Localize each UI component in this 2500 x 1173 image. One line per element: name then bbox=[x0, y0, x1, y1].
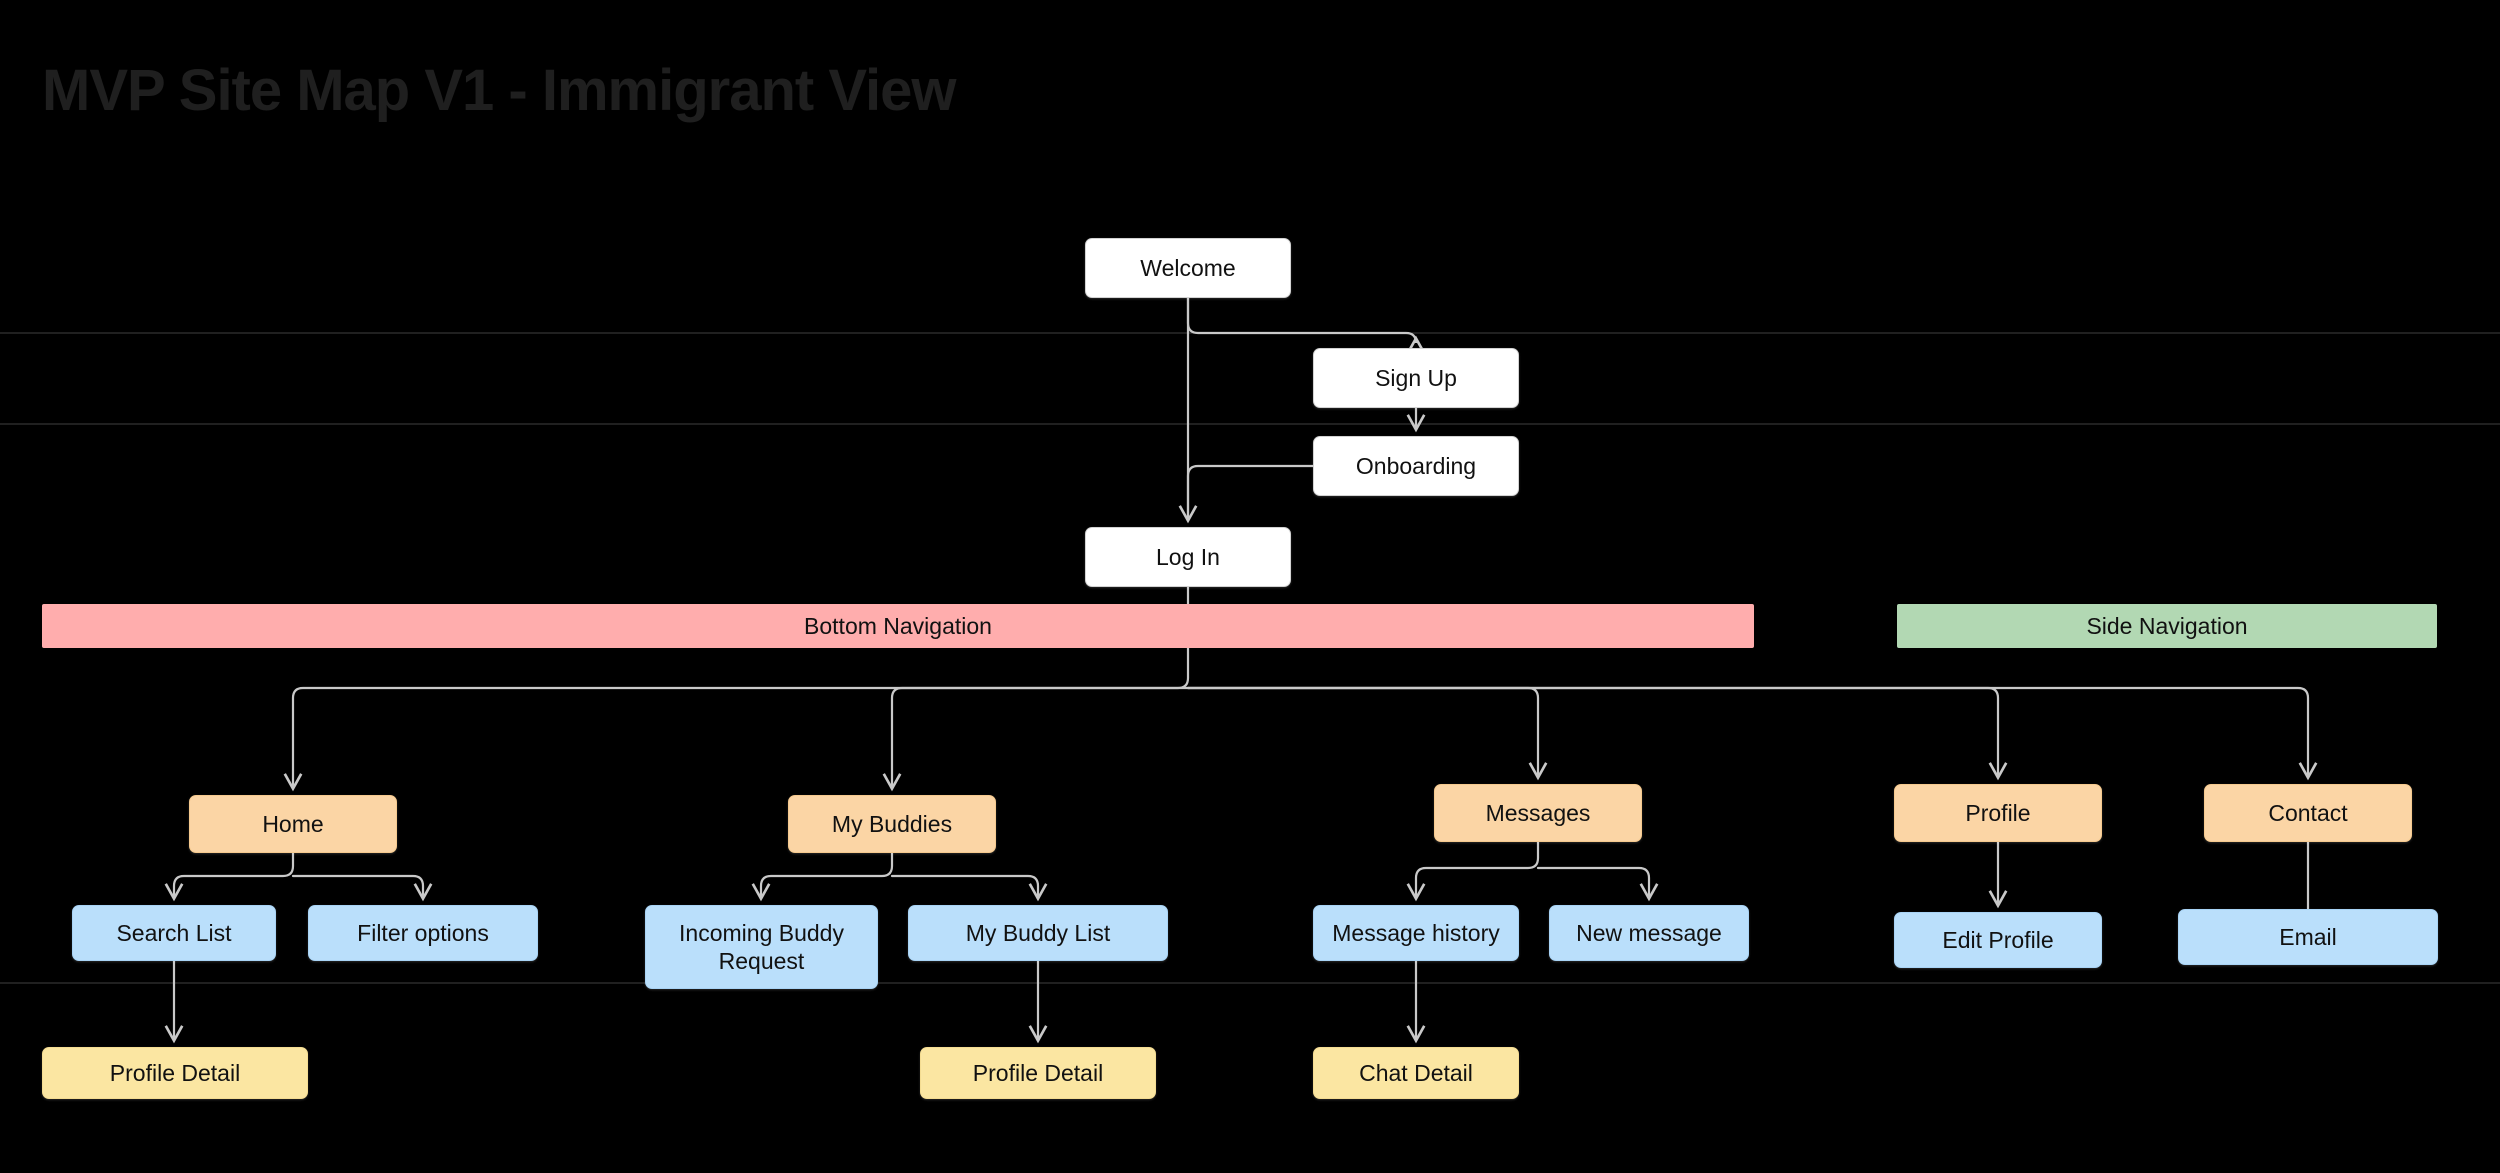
node-profile-detail-buddy[interactable]: Profile Detail bbox=[920, 1047, 1156, 1099]
node-my-buddy-list[interactable]: My Buddy List bbox=[908, 905, 1168, 961]
node-my-buddies[interactable]: My Buddies bbox=[788, 795, 996, 853]
node-email[interactable]: Email bbox=[2178, 909, 2438, 965]
node-label: Profile Detail bbox=[109, 1059, 241, 1086]
node-profile[interactable]: Profile bbox=[1894, 784, 2102, 842]
node-onboarding[interactable]: Onboarding bbox=[1313, 436, 1519, 496]
node-label: Edit Profile bbox=[1942, 926, 2054, 953]
node-log-in[interactable]: Log In bbox=[1085, 527, 1291, 587]
node-filter-options[interactable]: Filter options bbox=[308, 905, 538, 961]
node-label: Email bbox=[2279, 923, 2337, 950]
node-chat-detail[interactable]: Chat Detail bbox=[1313, 1047, 1519, 1099]
node-home[interactable]: Home bbox=[189, 795, 397, 853]
node-label: Messages bbox=[1485, 799, 1591, 826]
node-incoming-buddy-request[interactable]: Incoming Buddy Request bbox=[645, 905, 878, 989]
page-title: MVP Site Map V1 - Immigrant View bbox=[42, 58, 956, 123]
node-label: Home bbox=[262, 810, 324, 837]
node-label: Filter options bbox=[357, 919, 489, 946]
node-message-history[interactable]: Message history bbox=[1313, 905, 1519, 961]
node-label: Log In bbox=[1156, 543, 1220, 570]
band-label: Bottom Navigation bbox=[804, 612, 992, 639]
node-contact[interactable]: Contact bbox=[2204, 784, 2412, 842]
band-label: Side Navigation bbox=[2086, 612, 2248, 639]
node-edit-profile[interactable]: Edit Profile bbox=[1894, 912, 2102, 968]
band-bottom-navigation: Bottom Navigation bbox=[42, 604, 1754, 648]
node-label: Profile bbox=[1965, 799, 2031, 826]
node-new-message[interactable]: New message bbox=[1549, 905, 1749, 961]
node-label: My Buddies bbox=[831, 810, 953, 837]
node-label: Chat Detail bbox=[1359, 1059, 1473, 1086]
node-welcome[interactable]: Welcome bbox=[1085, 238, 1291, 298]
node-label: Profile Detail bbox=[972, 1059, 1104, 1086]
node-label: Sign Up bbox=[1375, 364, 1457, 391]
node-messages[interactable]: Messages bbox=[1434, 784, 1642, 842]
node-search-list[interactable]: Search List bbox=[72, 905, 276, 961]
node-sign-up[interactable]: Sign Up bbox=[1313, 348, 1519, 408]
node-profile-detail-home[interactable]: Profile Detail bbox=[42, 1047, 308, 1099]
node-label: Incoming Buddy Request bbox=[679, 919, 844, 974]
node-label: Onboarding bbox=[1355, 452, 1477, 479]
node-label: Contact bbox=[2268, 799, 2348, 826]
node-label: New message bbox=[1576, 919, 1722, 946]
node-label: Search List bbox=[116, 919, 232, 946]
band-side-navigation: Side Navigation bbox=[1897, 604, 2437, 648]
node-label: My Buddy List bbox=[965, 919, 1111, 946]
node-label: Message history bbox=[1332, 919, 1500, 946]
node-label: Welcome bbox=[1140, 254, 1236, 281]
